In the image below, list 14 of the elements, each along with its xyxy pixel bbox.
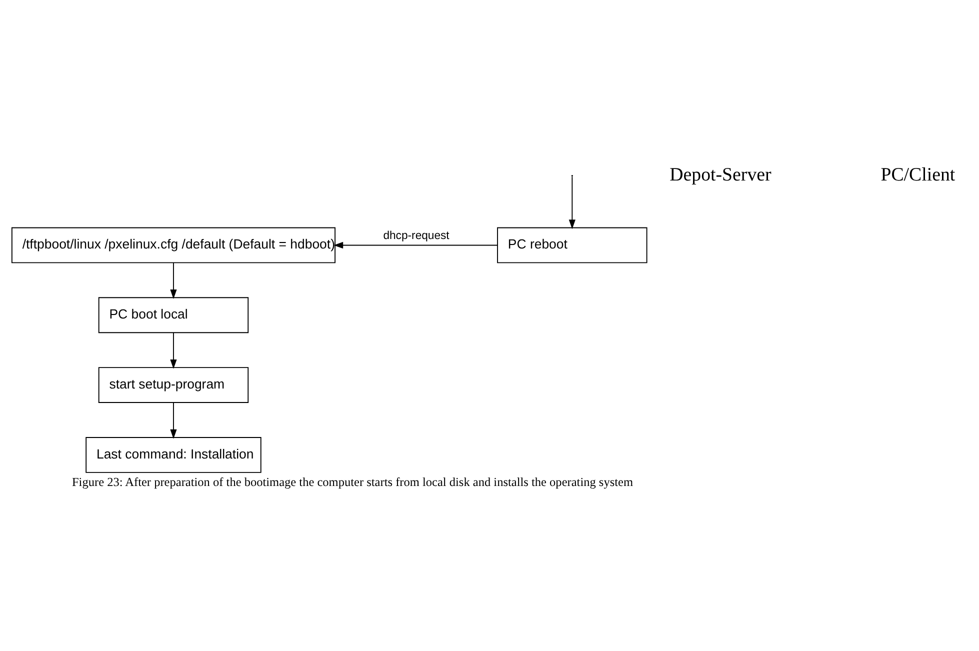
arrow (170, 332, 177, 368)
arrow (334, 241, 498, 248)
edge-label: dhcp-request (383, 230, 450, 242)
label: Depot-Server (670, 164, 772, 186)
node-box: /tftpboot/linux /pxelinux.cfg /default (Default = hdboot) (11, 226, 336, 263)
arrow (170, 262, 177, 298)
node-box: PC boot local (98, 296, 249, 333)
node-box: Last command: Installation (86, 436, 262, 472)
node-box: PC reboot (497, 226, 648, 263)
caption: Figure 23: After preparation of the bootimage the computer starts from local disk and installs the operating system (72, 474, 634, 489)
arrow (568, 176, 576, 229)
node-box: start setup-program (98, 366, 249, 402)
label: PC/Client (880, 164, 956, 186)
arrow (170, 402, 177, 438)
